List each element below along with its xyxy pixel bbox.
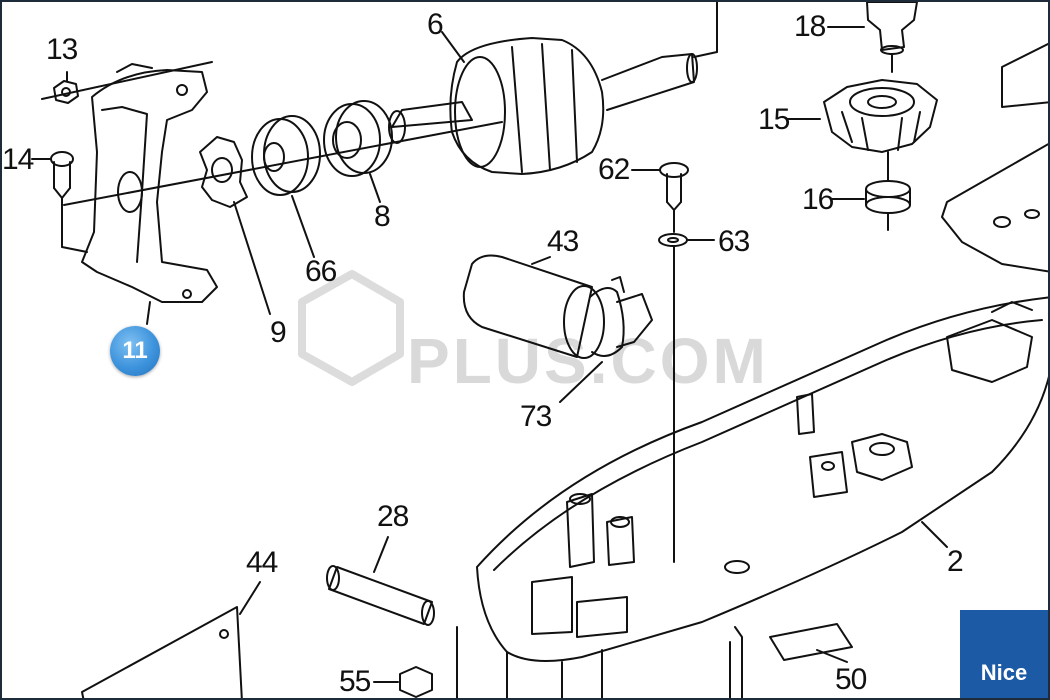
callout-label-63: 63 <box>718 225 750 258</box>
screw-bottom <box>729 626 743 698</box>
coupling-part-9 <box>199 136 271 315</box>
brand-logo: Nice <box>960 610 1048 698</box>
callout-label-43: 43 <box>547 225 579 258</box>
callout-label-18: 18 <box>794 10 826 43</box>
callout-label-62: 62 <box>598 153 630 186</box>
cable-tie-part-73 <box>559 276 653 403</box>
callout-label-2: 2 <box>947 545 964 578</box>
label-part-50 <box>769 623 853 663</box>
bearing-part-66 <box>251 115 321 258</box>
bolt-part-55 <box>373 666 433 698</box>
bushing-part-16 <box>831 180 911 231</box>
pin-part-28 <box>326 536 458 698</box>
highlight-badge-11[interactable]: 11 <box>110 326 160 376</box>
watermark-logo-icon <box>298 270 404 386</box>
bearing-part-8 <box>323 100 393 203</box>
brand-logo-text: Nice <box>980 660 1028 685</box>
washer-part-63 <box>658 209 715 563</box>
rotor-part-6 <box>388 2 718 175</box>
callout-label-16: 16 <box>802 183 834 216</box>
screw-part-14 <box>31 151 88 253</box>
screw-part-62 <box>631 162 689 211</box>
shaft-part-18 <box>827 2 918 73</box>
callout-label-6: 6 <box>427 8 444 41</box>
callout-label-66: 66 <box>305 255 337 288</box>
plate-part-44 <box>81 581 261 698</box>
nut-part-13 <box>41 61 213 104</box>
housing-part-2 <box>476 296 1048 698</box>
bracket-part-11 <box>81 63 218 325</box>
mounting-plate <box>941 42 1048 273</box>
callout-label-44: 44 <box>246 546 278 579</box>
callout-label-13: 13 <box>46 33 78 66</box>
watermark-text: PLUS.COM <box>407 325 769 397</box>
callout-label-14: 14 <box>2 143 34 176</box>
bevel-gear-part-15 <box>786 79 938 181</box>
callout-label-50: 50 <box>835 663 867 696</box>
callout-label-9: 9 <box>270 316 287 349</box>
callout-label-73: 73 <box>520 400 552 433</box>
callout-label-28: 28 <box>377 500 409 533</box>
callout-label-15: 15 <box>758 103 790 136</box>
callout-label-8: 8 <box>374 200 391 233</box>
callout-label-55: 55 <box>339 665 371 698</box>
capacitor-part-43 <box>462 254 605 359</box>
